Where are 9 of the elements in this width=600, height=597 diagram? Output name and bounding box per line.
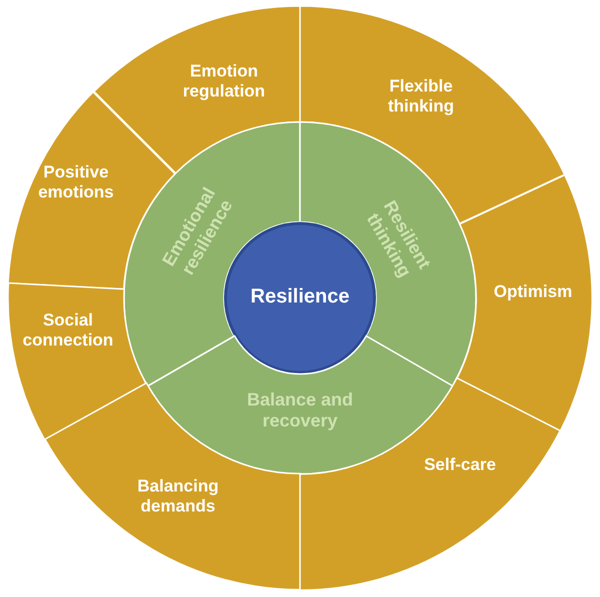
segment-label: Balancing demands (136, 476, 220, 516)
segment-label: Balance and recovery (246, 389, 354, 431)
segment-label: Optimism (492, 282, 574, 302)
segment-label: Flexible thinking (386, 76, 456, 116)
segment-label: Self-care (423, 455, 497, 475)
segment-label: Social connection (22, 310, 114, 350)
segment-label: Positive emotions (37, 162, 115, 202)
segment-label: Emotion regulation (182, 61, 266, 101)
segment-label: Resilience (250, 286, 350, 308)
